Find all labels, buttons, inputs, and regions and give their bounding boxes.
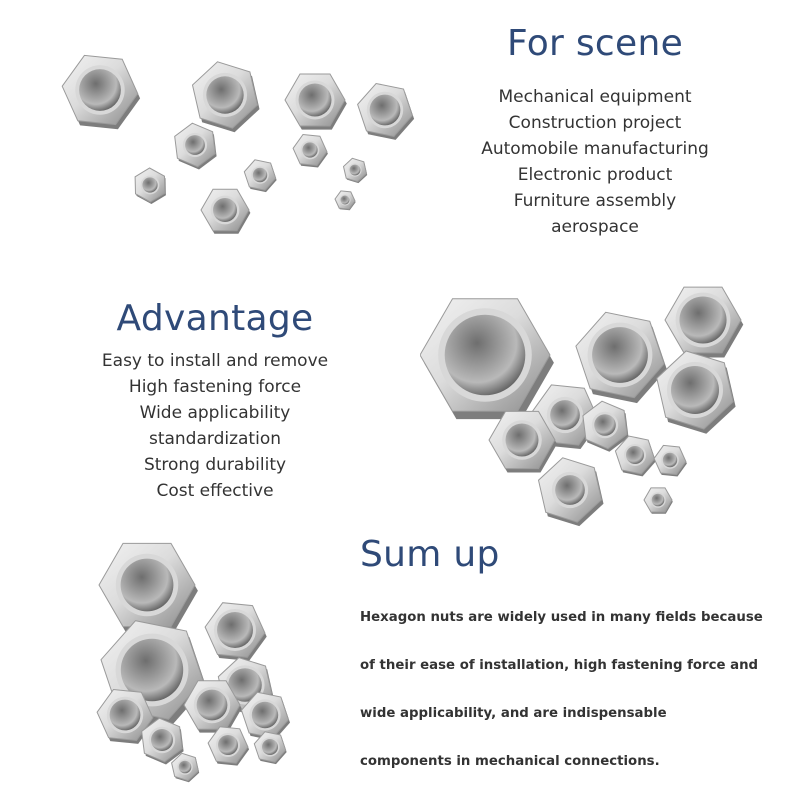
advantage-item: Cost effective bbox=[156, 481, 274, 501]
hex-nuts-photo-advantage bbox=[420, 286, 744, 527]
hex-nut-icon bbox=[656, 350, 736, 434]
advantage-item: Easy to install and remove bbox=[101, 351, 329, 371]
advantage-list: Easy to install and remove High fastenin… bbox=[60, 348, 370, 504]
hex-nut-icon bbox=[204, 602, 267, 661]
scene-item: Furniture assembly bbox=[513, 191, 677, 211]
sum-up-line: components in mechanical connections. bbox=[360, 754, 660, 769]
hex-nut-icon bbox=[98, 542, 198, 633]
scene-item: Electronic product bbox=[517, 165, 673, 185]
hex-nuts-photo-scene bbox=[61, 54, 415, 234]
sum-up-line: of their ease of installation, high fast… bbox=[360, 658, 759, 673]
hex-nut-icon bbox=[183, 680, 242, 733]
hex-nut-icon bbox=[243, 159, 277, 193]
hex-nut-icon bbox=[653, 444, 687, 477]
sum-up-section: Sum up Hexagon nuts are widely used in m… bbox=[360, 530, 790, 786]
advantage-item: High fastening force bbox=[128, 377, 302, 397]
hex-nut-icon bbox=[171, 752, 200, 783]
hex-nut-icon bbox=[643, 487, 673, 514]
scene-title: For scene bbox=[506, 23, 684, 64]
scene-section: For scene Mechanical equipment Construct… bbox=[440, 20, 750, 240]
scene-item: Construction project bbox=[508, 113, 682, 133]
scene-item: Automobile manufacturing bbox=[481, 139, 709, 159]
scene-list: Mechanical equipment Construction projec… bbox=[440, 84, 750, 240]
scene-item: Mechanical equipment bbox=[498, 87, 692, 107]
scene-item: aerospace bbox=[551, 217, 639, 237]
hex-nut-icon bbox=[334, 190, 356, 211]
sum-up-line: wide applicability, and are indispensabl… bbox=[360, 706, 667, 721]
hex-nut-icon bbox=[664, 286, 744, 358]
hex-nut-icon bbox=[200, 188, 251, 234]
hex-nut-icon bbox=[207, 726, 250, 766]
hex-nut-icon bbox=[614, 435, 656, 477]
hex-nut-icon bbox=[134, 167, 166, 204]
sum-up-paragraph: Hexagon nuts are widely used in many fie… bbox=[360, 594, 790, 786]
hex-nut-icon bbox=[420, 298, 554, 420]
hex-nut-icon bbox=[357, 82, 415, 140]
hex-nut-icon bbox=[96, 688, 155, 744]
advantage-item: Strong durability bbox=[143, 455, 287, 475]
hex-nut-icon bbox=[488, 410, 557, 473]
hex-nut-icon bbox=[537, 457, 604, 527]
hex-nut-icon bbox=[582, 400, 629, 452]
hex-nut-icon bbox=[240, 691, 290, 741]
hex-nuts-photo-sum-up bbox=[96, 542, 290, 783]
hex-nut-icon bbox=[141, 717, 184, 765]
hex-nut-icon bbox=[284, 73, 347, 130]
hex-nut-icon bbox=[191, 61, 260, 133]
advantage-item: Wide applicability bbox=[139, 403, 291, 423]
advantage-section: Advantage Easy to install and remove Hig… bbox=[60, 294, 370, 504]
advantage-title: Advantage bbox=[116, 298, 314, 339]
hex-nut-icon bbox=[253, 731, 287, 765]
hex-nut-icon bbox=[342, 157, 368, 184]
sum-up-title: Sum up bbox=[360, 534, 500, 575]
hex-nut-icon bbox=[61, 54, 141, 130]
hex-nut-icon bbox=[292, 133, 328, 168]
advantage-item: standardization bbox=[148, 429, 282, 449]
hex-nut-icon bbox=[174, 122, 217, 170]
sum-up-line: Hexagon nuts are widely used in many fie… bbox=[360, 610, 763, 625]
hex-nut-icon bbox=[575, 311, 667, 404]
